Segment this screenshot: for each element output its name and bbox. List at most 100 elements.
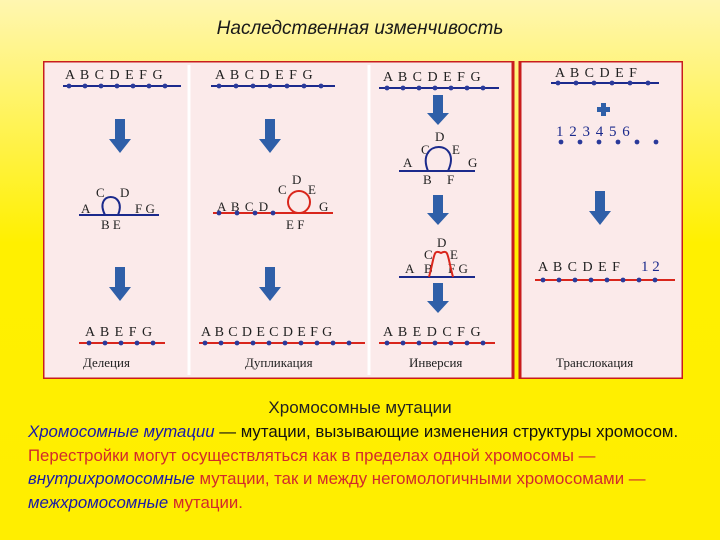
gene-dot xyxy=(384,340,390,346)
loop-label: A xyxy=(403,155,413,170)
gene-dot xyxy=(448,340,454,346)
panel-translocation: A B C D E F 1 2 3 4 5 6 A B C D E F 1 2 … xyxy=(535,66,675,370)
gene-dot xyxy=(620,277,626,283)
loop-label: F G xyxy=(135,201,155,216)
gene-dot xyxy=(573,80,579,86)
gene-dot xyxy=(314,340,320,346)
gene-dot xyxy=(604,277,610,283)
gene-dot xyxy=(252,210,258,216)
term-intrachromosomal: внутрихромосомные xyxy=(28,469,195,488)
result-label: A B E F G xyxy=(85,325,153,340)
term-chromosomal-mutations: Хромосомные мутации xyxy=(28,422,215,441)
down-arrow xyxy=(427,95,449,125)
gene-dot xyxy=(134,340,140,346)
gene-dot xyxy=(448,85,454,91)
loop-label: B xyxy=(424,261,433,276)
gene-dot xyxy=(216,83,222,89)
gene-dot xyxy=(555,80,561,86)
mutation-label: Делеция xyxy=(83,355,130,370)
gene-dot xyxy=(318,83,324,89)
loop-label: C xyxy=(424,247,433,262)
loop-label: E xyxy=(450,247,458,262)
gene-dot xyxy=(627,80,633,86)
loop-label: E xyxy=(452,142,460,157)
chromosome-loop xyxy=(424,146,452,172)
down-arrow xyxy=(109,267,131,301)
gene-dot xyxy=(284,83,290,89)
rearrangement-text-b: мутации, так и между негомологичными хро… xyxy=(194,469,646,488)
gene-dot xyxy=(464,85,470,91)
chromosome-label: A B C D E F xyxy=(555,66,638,81)
panel-deletion: A B C D E F G C D A F G B E A B E F G Де… xyxy=(63,68,181,370)
down-arrow xyxy=(109,119,131,153)
loop-label: D xyxy=(435,129,444,144)
panel-inversion: A B C D E F G D C E A G B F D C E A B F … xyxy=(379,70,499,370)
gene-dot xyxy=(652,277,658,283)
panel-duplication: A B C D E F G D C E A B C D G E F A B C … xyxy=(199,68,365,370)
gene-dot xyxy=(270,210,276,216)
gene-dot xyxy=(432,340,438,346)
gene-dot xyxy=(234,340,240,346)
gene-dot xyxy=(234,210,240,216)
loop-label: B E xyxy=(101,217,121,232)
gene-dot xyxy=(298,340,304,346)
loop-label: G xyxy=(468,155,477,170)
gene-dot xyxy=(591,80,597,86)
gene-dot xyxy=(267,83,273,89)
gene-dot xyxy=(266,340,272,346)
gene-dot xyxy=(130,83,136,89)
rearrangement-text-c: мутации. xyxy=(168,492,243,512)
rearrangement-text: Перестройки могут осуществляться как в п… xyxy=(28,445,596,465)
gene-dot xyxy=(102,340,108,346)
gene-dot xyxy=(150,340,156,346)
loop-label: E xyxy=(308,182,316,197)
gene-dot xyxy=(250,83,256,89)
gene-dot xyxy=(301,83,307,89)
gene-dot xyxy=(86,340,92,346)
loop-label: D xyxy=(120,185,129,200)
gene-dots xyxy=(66,80,659,346)
gene-dot xyxy=(577,139,583,145)
gene-dot xyxy=(282,340,288,346)
gene-dot xyxy=(416,340,422,346)
mutation-label: Дупликация xyxy=(245,355,313,370)
mutations-diagram: A B C D E F G C D A F G B E A B E F G Де… xyxy=(43,61,683,379)
number-sequence: 1 2 3 4 5 6 xyxy=(556,124,631,140)
loop-label: C xyxy=(421,142,430,157)
gene-dot xyxy=(572,277,578,283)
loop-label: G xyxy=(319,199,328,214)
gene-dot xyxy=(250,340,256,346)
gene-dot xyxy=(98,83,104,89)
gene-dot xyxy=(480,340,486,346)
result-numbers: 1 2 xyxy=(641,259,660,275)
gene-dot xyxy=(636,277,642,283)
loop-label: E F xyxy=(286,217,304,232)
gene-dot xyxy=(82,83,88,89)
gene-dot xyxy=(645,80,651,86)
gene-dot xyxy=(596,139,602,145)
definition-text: — мутации, вызывающие изменения структур… xyxy=(214,422,679,441)
result-label: A B E D C F G xyxy=(383,325,482,340)
chromosome-cross xyxy=(428,250,454,278)
page-title: Наследственная изменчивость xyxy=(216,18,504,39)
loop-label: A B C D xyxy=(217,199,269,214)
loop-label: C xyxy=(278,182,287,197)
loop-label: D xyxy=(437,235,446,250)
gene-dot xyxy=(634,139,640,145)
gene-dot xyxy=(558,139,564,145)
loop-label: A xyxy=(81,201,91,216)
mutation-label: Инверсия xyxy=(409,355,462,370)
gene-dot xyxy=(540,277,546,283)
caption: Хромосомные мутации xyxy=(268,398,452,417)
gene-dot xyxy=(556,277,562,283)
result-label: A B C D E F xyxy=(538,260,621,275)
chromosome-loop xyxy=(287,190,311,214)
loop-label: F G xyxy=(448,261,468,276)
gene-dot xyxy=(66,83,72,89)
gene-dot xyxy=(588,277,594,283)
gene-dot xyxy=(330,340,336,346)
loop-label: B xyxy=(423,172,432,187)
gene-dot xyxy=(384,85,390,91)
loop-label: F xyxy=(447,172,454,187)
plus-icon xyxy=(597,103,610,116)
